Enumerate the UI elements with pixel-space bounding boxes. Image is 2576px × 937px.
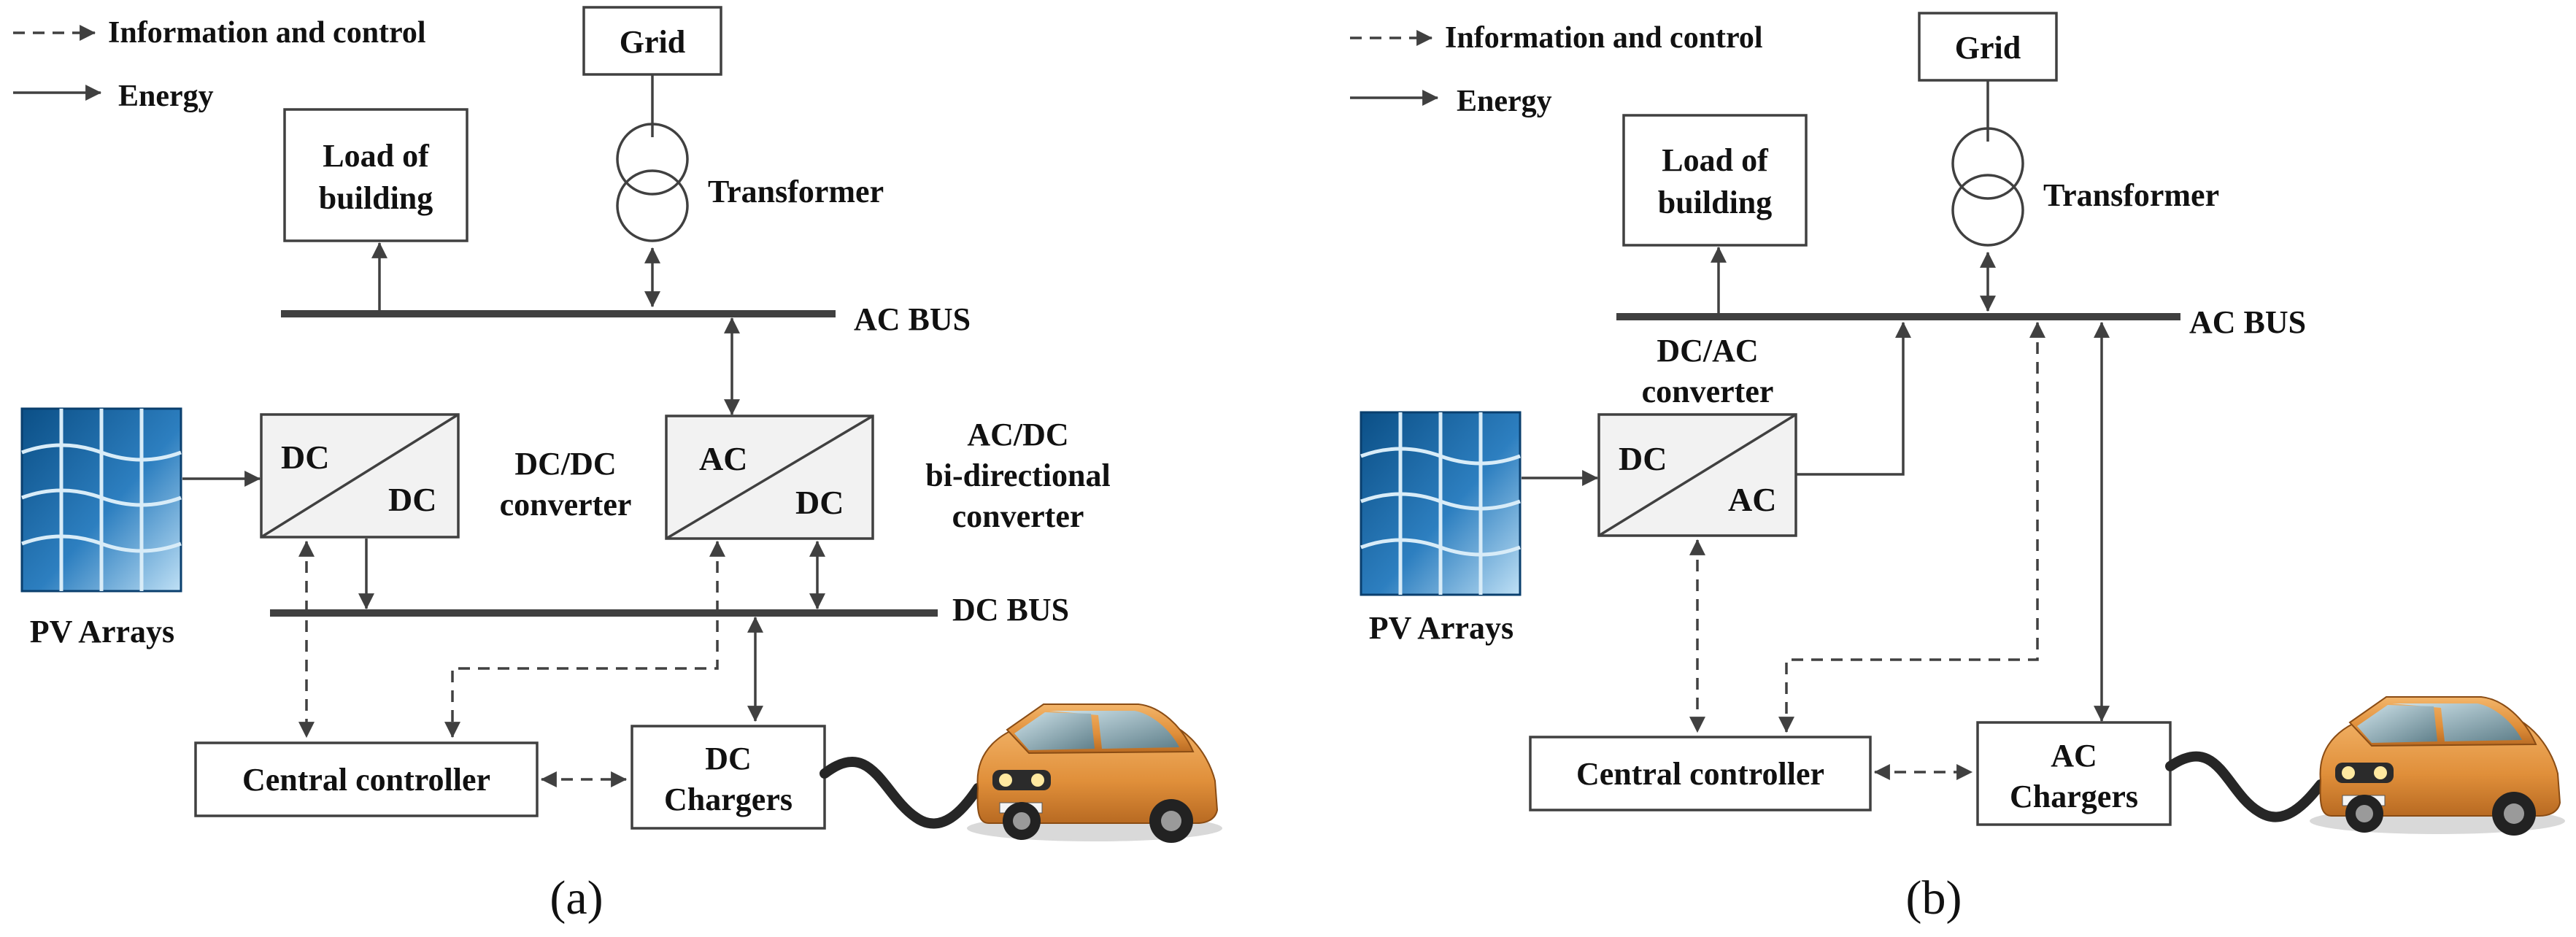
dcdc-diagonal	[261, 413, 459, 539]
electric-car-icon-b	[2310, 696, 2565, 836]
dc-bus-label: DC BUS	[952, 592, 1069, 628]
grid-box-b	[1918, 12, 2058, 82]
caption-b: (b)	[1906, 871, 1962, 925]
legend-b: Information and control Energy	[1350, 21, 1763, 118]
load-building-box	[283, 108, 468, 242]
acdc-top-label: AC	[699, 440, 747, 477]
dcac-diagonal	[1598, 413, 1797, 537]
dcac-name-line2: converter	[1642, 374, 1774, 409]
acdc-bottom-label: DC	[795, 484, 844, 521]
transformer-icon-b	[1951, 127, 2024, 247]
load-label-line1: Load of	[323, 138, 430, 174]
central-controller-box	[194, 741, 539, 817]
legend-b-energy-label: Energy	[1457, 85, 1552, 118]
dc-chargers-line1: DC	[705, 741, 752, 776]
central-controller-box-b	[1529, 736, 1872, 811]
transformer-label: Transformer	[708, 174, 884, 209]
panel-a: Information and control Energy Grid Tran…	[13, 6, 1222, 925]
ac-chargers-line1: AC	[2051, 738, 2097, 774]
acdc-name-line2: bi-directional	[925, 458, 1110, 493]
legend-energy-label: Energy	[118, 80, 214, 113]
central-controller-label: Central controller	[242, 762, 490, 798]
ac-bus-label: AC BUS	[854, 301, 971, 337]
transformer-icon	[616, 123, 689, 242]
pv-arrays-label-b: PV Arrays	[1369, 610, 1513, 646]
acdc-name-line1: AC/DC	[967, 417, 1068, 452]
ac-chargers-box	[1976, 721, 2172, 826]
dcdc-bottom-label: DC	[388, 481, 436, 518]
pv-array-icon-b	[1360, 411, 1522, 596]
panel-b: Information and control Energy Grid Tran…	[1350, 12, 2565, 925]
grid-label: Grid	[620, 24, 685, 60]
dc-chargers-box	[630, 725, 826, 830]
caption-a: (a)	[549, 871, 603, 925]
acdc-controller-control	[444, 540, 725, 739]
dcdc-top-label: DC	[281, 439, 329, 476]
load-building-box-b	[1622, 114, 1808, 247]
transformer-label-b: Transformer	[2043, 177, 2219, 213]
acdc-diagonal	[666, 414, 874, 540]
legend-info-label: Information and control	[108, 16, 426, 50]
dcac-top-label: DC	[1619, 440, 1667, 477]
pv-array-icon	[20, 407, 182, 593]
dcdc-name-line1: DC/DC	[514, 446, 616, 482]
dcac-acbus-arrow	[1796, 321, 1911, 476]
legend: Information and control Energy	[13, 16, 426, 113]
charging-cable-b	[2165, 751, 2326, 822]
charging-cable	[820, 757, 983, 829]
dc-chargers-line2: Chargers	[664, 782, 793, 817]
central-controller-label-b: Central controller	[1576, 756, 1824, 792]
dcac-name-line1: DC/AC	[1657, 333, 1758, 369]
pv-arrays-label: PV Arrays	[30, 614, 174, 649]
load-b-line1: Load of	[1662, 142, 1769, 178]
acdc-name-line3: converter	[952, 498, 1084, 534]
ac-bus-label-b: AC BUS	[2189, 304, 2306, 340]
grid-box	[582, 6, 722, 76]
grid-label-b: Grid	[1955, 30, 2021, 66]
legend-b-info-label: Information and control	[1445, 21, 1763, 55]
dcdc-name-line2: converter	[500, 487, 632, 523]
load-label-line2: building	[319, 180, 433, 216]
electric-car-icon	[967, 703, 1222, 843]
ac-chargers-line2: Chargers	[2010, 779, 2138, 814]
acbus-controller-control	[1778, 321, 2045, 733]
load-b-line2: building	[1658, 185, 1773, 220]
dcac-bottom-label: AC	[1728, 481, 1776, 518]
